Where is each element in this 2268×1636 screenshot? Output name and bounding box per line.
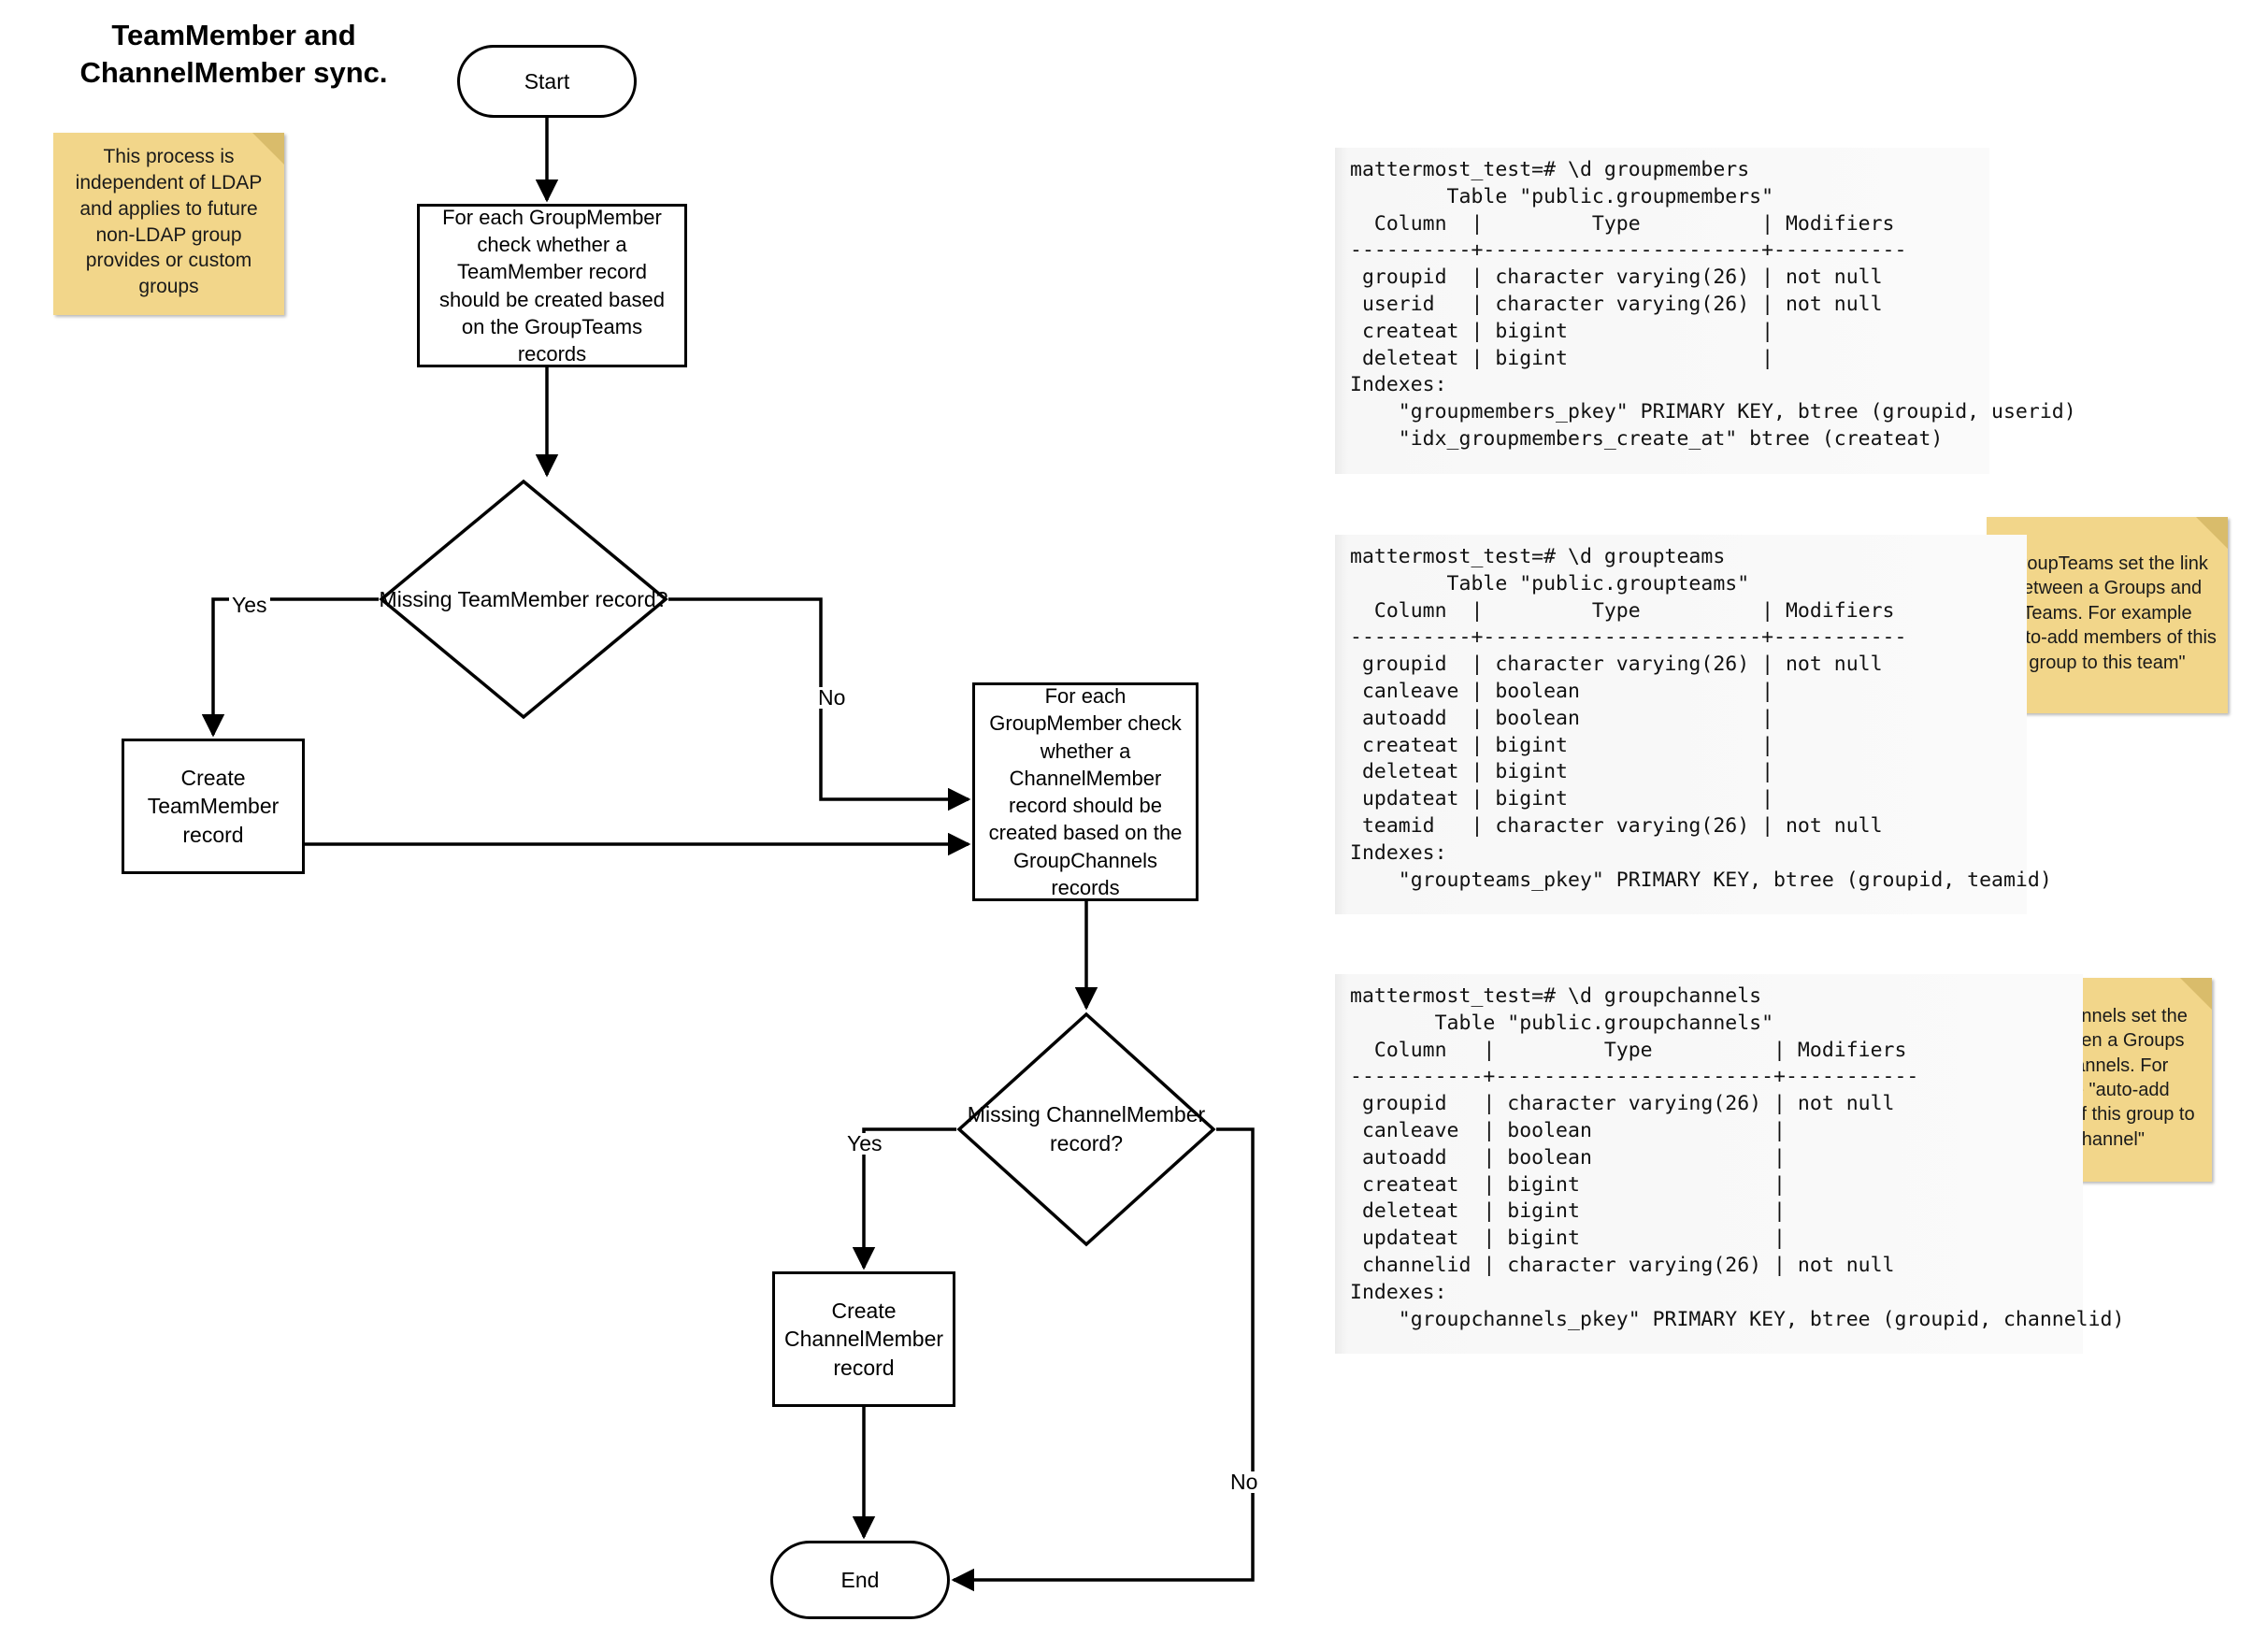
flow-node-create-teammember-record[interactable]: Create TeamMember record: [122, 739, 305, 874]
edge-label-no-teammember: No: [815, 687, 849, 709]
edge-label-no-channelmember: No: [1227, 1471, 1261, 1493]
flow-node-label: Create TeamMember record: [147, 765, 280, 847]
terminal-output-groupchannels: mattermost_test=# \d groupchannels Table…: [1335, 974, 2124, 1355]
flow-node-label: Missing TeamMember record?: [379, 586, 668, 611]
terminal-output-groupteams: mattermost_test=# \d groupteams Table "p…: [1335, 535, 2052, 915]
flow-node-decision-missing-teammember[interactable]: Missing TeamMember record?: [379, 479, 668, 720]
flow-node-label: Create ChannelMember record: [783, 1298, 944, 1380]
flow-node-process-teammember-check[interactable]: For each GroupMember check whether a Tea…: [417, 204, 687, 367]
flow-node-label: For each GroupMember check whether a Tea…: [439, 205, 665, 366]
edge-label-yes-teammember: Yes: [229, 595, 270, 616]
note-fold-corner-icon: [2196, 517, 2228, 549]
flow-node-decision-missing-channelmember[interactable]: Missing ChannelMember record?: [956, 1012, 1216, 1247]
flow-node-label: For each GroupMember check whether a Cha…: [988, 684, 1183, 899]
sticky-note-text: GroupTeams set the link between a Groups…: [1998, 553, 2217, 673]
flow-node-start[interactable]: Start: [457, 45, 637, 118]
sticky-note-ldap: This process is independent of LDAP and …: [53, 133, 284, 315]
page-title: TeamMember and ChannelMember sync.: [79, 19, 388, 89]
flow-node-end[interactable]: End: [770, 1541, 950, 1619]
terminal-output-groupmembers: mattermost_test=# \d groupmembers Table …: [1335, 148, 2076, 474]
diamond-shape-icon: [956, 1012, 1216, 1247]
flow-node-create-channelmember-record[interactable]: Create ChannelMember record: [772, 1271, 955, 1407]
diamond-shape-icon: [379, 479, 668, 720]
sticky-note-text: This process is independent of LDAP and …: [75, 146, 263, 297]
flow-node-label: Missing ChannelMember record?: [967, 1102, 1206, 1155]
flow-node-process-channelmember-check[interactable]: For each GroupMember check whether a Cha…: [972, 682, 1199, 901]
flow-node-label: Start: [524, 68, 570, 93]
flow-node-label: End: [840, 1567, 880, 1592]
sticky-note-groupteams: GroupTeams set the link between a Groups…: [1987, 517, 2228, 713]
edge-label-yes-channelmember: Yes: [844, 1133, 885, 1155]
